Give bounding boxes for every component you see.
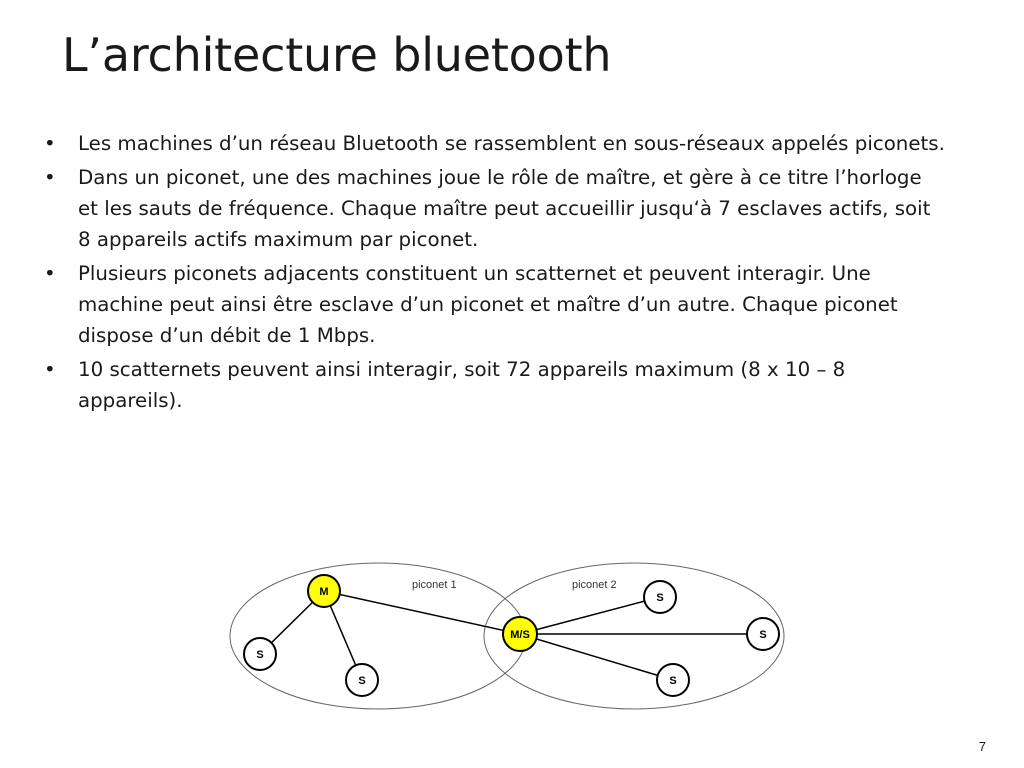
piconet-2-boundary (483, 562, 785, 710)
bullet-item: • 10 scatternets peuvent ainsi interagir… (40, 354, 945, 416)
slave-node: S (243, 637, 277, 671)
bullet-list: • Les machines d’un réseau Bluetooth se … (40, 128, 945, 419)
slave-node: S (656, 663, 690, 697)
bullet-text: Plusieurs piconets adjacents constituent… (78, 262, 898, 347)
master-slave-node: M/S (502, 616, 538, 652)
bullet-icon: • (44, 358, 56, 381)
slide-title: L’architecture bluetooth (62, 28, 612, 82)
link-ms-to-slave-bottom (519, 633, 674, 681)
scatternet-diagram: piconet 1 piconet 2 M M/S S S S S S (229, 562, 785, 710)
piconet-2-label: piconet 2 (572, 579, 617, 591)
slave-node: S (746, 617, 780, 651)
slave-node-label: S (256, 649, 263, 661)
page-number: 7 (978, 739, 986, 754)
slave-node-label: S (669, 675, 676, 687)
bullet-text: Les machines d’un réseau Bluetooth se ra… (78, 132, 945, 155)
slave-node: S (643, 580, 677, 614)
bullet-text: Dans un piconet, une des machines joue l… (78, 166, 931, 251)
piconet-1-label: piconet 1 (412, 579, 457, 591)
link-master-to-ms (323, 590, 521, 635)
slave-node-label: S (656, 592, 663, 604)
link-ms-to-slave-top (519, 596, 661, 635)
piconet-1-boundary (229, 562, 527, 710)
master-node: M (307, 574, 341, 608)
master-slave-node-label: M/S (510, 629, 530, 641)
bullet-item: • Dans un piconet, une des machines joue… (40, 162, 945, 255)
bullet-item: • Plusieurs piconets adjacents constitue… (40, 258, 945, 351)
bullet-item: • Les machines d’un réseau Bluetooth se … (40, 128, 945, 159)
master-node-label: M (319, 586, 328, 598)
bullet-icon: • (44, 132, 56, 155)
slave-node: S (345, 663, 379, 697)
bullet-icon: • (44, 166, 56, 189)
bullet-text: 10 scatternets peuvent ainsi interagir, … (78, 358, 846, 412)
bullet-icon: • (44, 262, 56, 285)
slave-node-label: S (759, 629, 766, 641)
slave-node-label: S (358, 675, 365, 687)
